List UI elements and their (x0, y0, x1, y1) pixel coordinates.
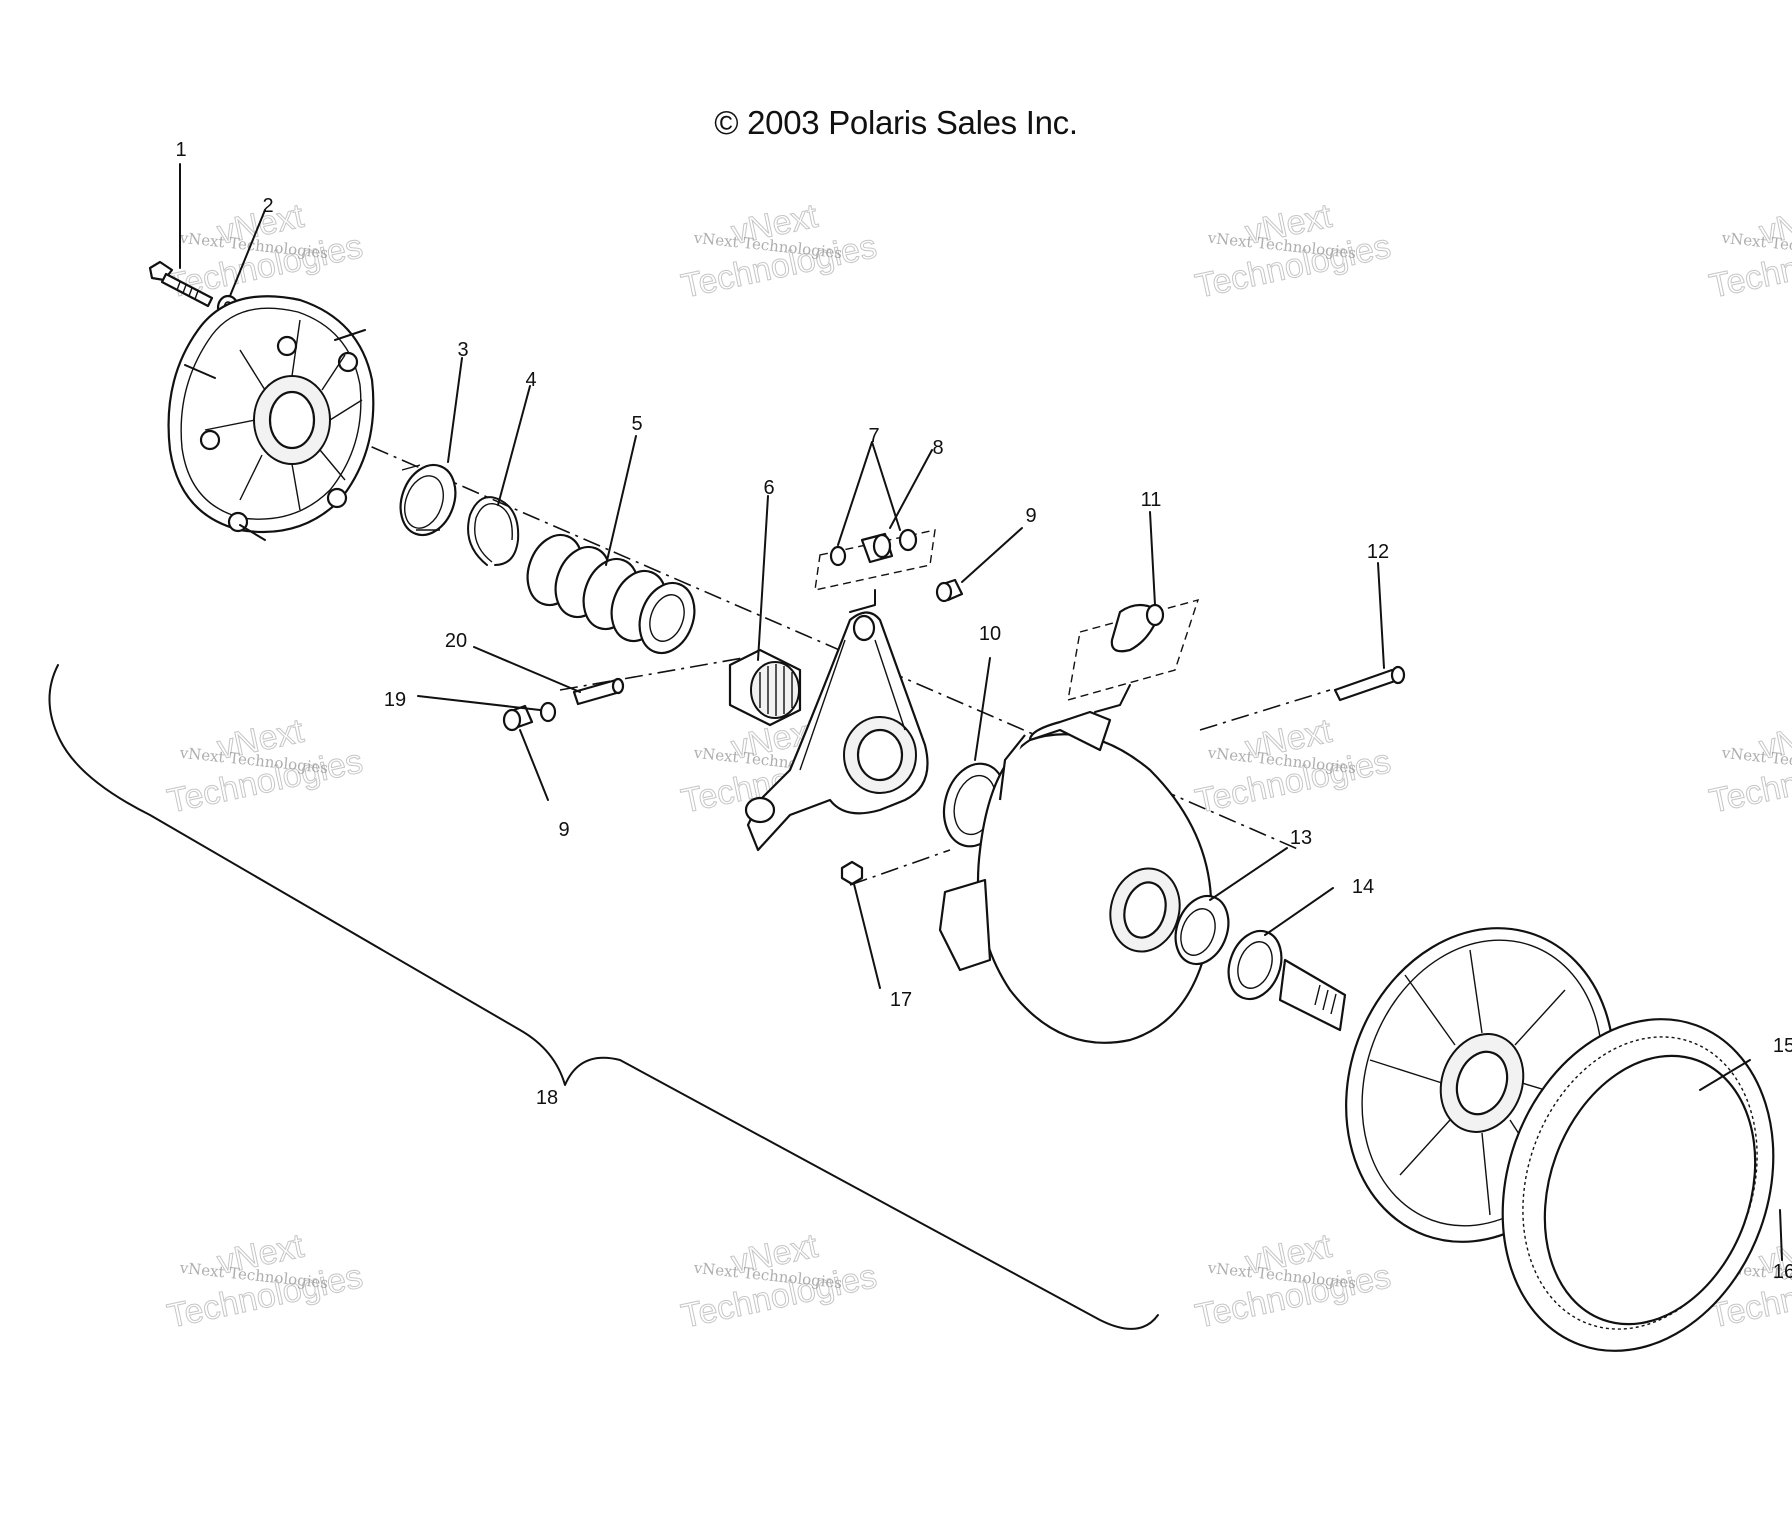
callout-6: 6 (763, 477, 774, 499)
callout-14: 14 (1352, 876, 1374, 898)
callout-5: 5 (631, 413, 642, 435)
callout-16: 16 (1773, 1261, 1792, 1283)
part-1-bolt (148, 260, 214, 308)
callout-3: 3 (457, 339, 468, 361)
callout-11: 11 (1141, 489, 1162, 511)
part-5-spring (526, 533, 696, 655)
part-9-bushing-upper (935, 578, 964, 603)
part-17-nut (840, 860, 864, 886)
callout-13: 13 (1290, 827, 1312, 849)
part-cover-housing (167, 295, 375, 541)
callout-17: 17 (890, 989, 912, 1011)
part-moveable-sheave (938, 710, 1213, 1044)
copyright-notice: © 2003 Polaris Sales Inc. (714, 104, 1078, 141)
part-spider-arm (744, 611, 929, 852)
part-4-snap-ring (467, 496, 520, 566)
part-19-clip (539, 701, 557, 723)
part-11-weight (1067, 598, 1200, 713)
callout-4: 4 (525, 369, 536, 391)
callout-19: 19 (384, 689, 406, 711)
shaft-centerline (189, 367, 1301, 851)
part-18-bracket (48, 664, 1159, 1330)
bolt-centerline (1199, 689, 1331, 731)
callout-20: 20 (445, 630, 467, 652)
pin-centerline (559, 654, 761, 691)
part-3-bushing (399, 463, 457, 537)
callout-8: 8 (932, 437, 943, 459)
callout-2: 2 (262, 195, 273, 217)
callout-7: 7 (868, 425, 879, 447)
callout-9-upper: 9 (1025, 505, 1036, 527)
callout-12: 12 (1367, 541, 1389, 563)
part-14-washer (1227, 929, 1283, 1001)
callout-10: 10 (979, 623, 1001, 645)
part-6-roller (728, 648, 802, 727)
callout-15: 15 (1773, 1035, 1792, 1057)
nut-centerline (849, 849, 951, 886)
callout-labels: 1 2 3 4 5 6 7 8 9 10 11 12 13 14 17 18 1… (175, 139, 1792, 1283)
part-20-pin (572, 677, 625, 706)
callout-9-lower: 9 (558, 819, 569, 841)
callout-1: 1 (175, 139, 186, 161)
part-12-pin (1333, 665, 1406, 702)
part-ring-gear (1501, 1018, 1775, 1352)
leader-lines (179, 163, 1783, 1261)
callout-18: 18 (536, 1087, 558, 1109)
part-7-8-roller-kit (814, 528, 936, 613)
